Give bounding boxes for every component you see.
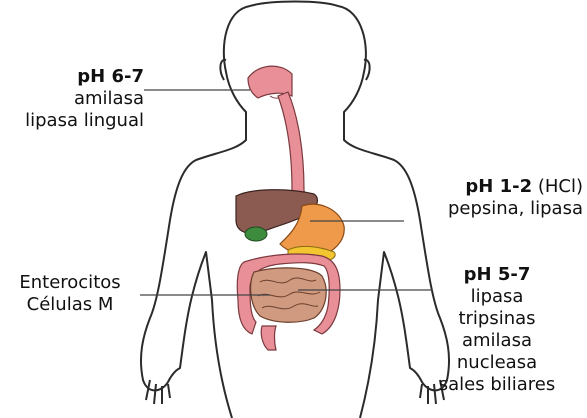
intestine-label: pH 5-7 lipasa tripsinas amilasa nucleasa… (432, 264, 562, 396)
stomach-ph-note: (HCl) (538, 176, 583, 197)
mouth-enzyme-2: lipasa lingual (6, 110, 144, 132)
stomach-label: pH 1-2 (HCl) pepsina, lipasa (404, 176, 583, 220)
intestine-ph: pH 5-7 (464, 264, 531, 285)
stomach-enzyme: pepsina, lipasa (404, 198, 583, 220)
cells-line-1: Enterocitos (2, 272, 138, 294)
gallbladder (245, 227, 267, 241)
cells-line-2: Células M (2, 294, 138, 316)
intestine-enzyme: sales biliares (432, 374, 562, 396)
rectum (261, 326, 276, 350)
cells-label: Enterocitos Células M (2, 272, 138, 316)
mouth-label: pH 6-7 amilasa lipasa lingual (6, 66, 144, 132)
stomach-ph: pH 1-2 (465, 176, 532, 197)
intestine-enzyme: nucleasa (432, 352, 562, 374)
mouth-ph: pH 6-7 (77, 66, 144, 87)
intestine-enzyme: lipasa (432, 286, 562, 308)
intestine-enzyme: tripsinas (432, 308, 562, 330)
mouth-enzyme-1: amilasa (6, 88, 144, 110)
intestine-enzyme: amilasa (432, 330, 562, 352)
